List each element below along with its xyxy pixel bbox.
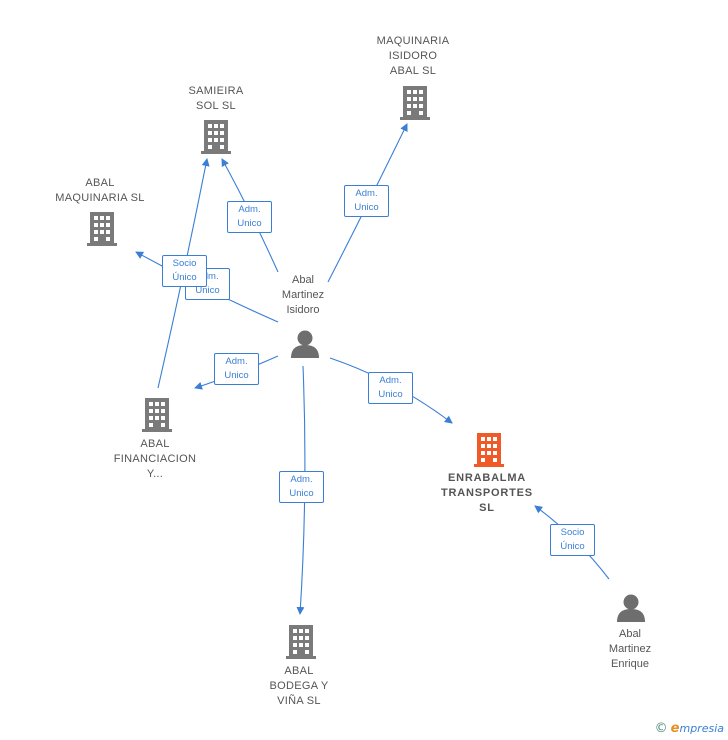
edge-label-isidoro-bodega: Adm. Unico (279, 471, 324, 503)
building-icon (474, 433, 504, 467)
building-icon (142, 398, 172, 432)
node-label-enrique[interactable]: Abal Martinez Enrique (608, 628, 652, 670)
brand-name: mpresia (679, 722, 724, 735)
building-icon (87, 212, 117, 246)
node-label-isidoro[interactable]: Abal Martinez Isidoro (281, 274, 325, 316)
building-icon (286, 625, 316, 659)
edge-label-financiacion-samieira: Socio Único (162, 255, 207, 287)
node-label-abal-bodega[interactable]: ABAL BODEGA Y VIÑA SL (269, 665, 329, 707)
edge-label-isidoro-financiacion: Adm. Unico (214, 353, 259, 385)
node-label-abal-financiacion[interactable]: ABAL FINANCIACION Y... (113, 438, 197, 480)
edge-label-isidoro-samieira: Adm. Unico (227, 201, 272, 233)
person-icon (291, 330, 319, 358)
copyright-icon: © (654, 721, 668, 736)
node-label-maquinaria-isidoro[interactable]: MAQUINARIA ISIDORO ABAL SL (376, 35, 450, 77)
building-icon (201, 120, 231, 154)
node-label-enrabalma[interactable]: ENRABALMA TRANSPORTES SL (441, 472, 533, 514)
empresia-logo[interactable]: ©empresia (655, 721, 724, 736)
edge-label-isidoro-maquinaria-isidoro: Adm. Unico (344, 185, 389, 217)
edge-label-enrique-enrabalma: Socio Único (550, 524, 595, 556)
edge-label-isidoro-enrabalma: Adm. Unico (368, 372, 413, 404)
brand-initial: e (670, 721, 680, 736)
node-label-samieira[interactable]: SAMIEIRA SOL SL (188, 85, 244, 112)
node-label-abal-maquinaria[interactable]: ABAL MAQUINARIA SL (55, 177, 145, 204)
person-icon (617, 594, 645, 622)
building-icon (400, 86, 430, 120)
